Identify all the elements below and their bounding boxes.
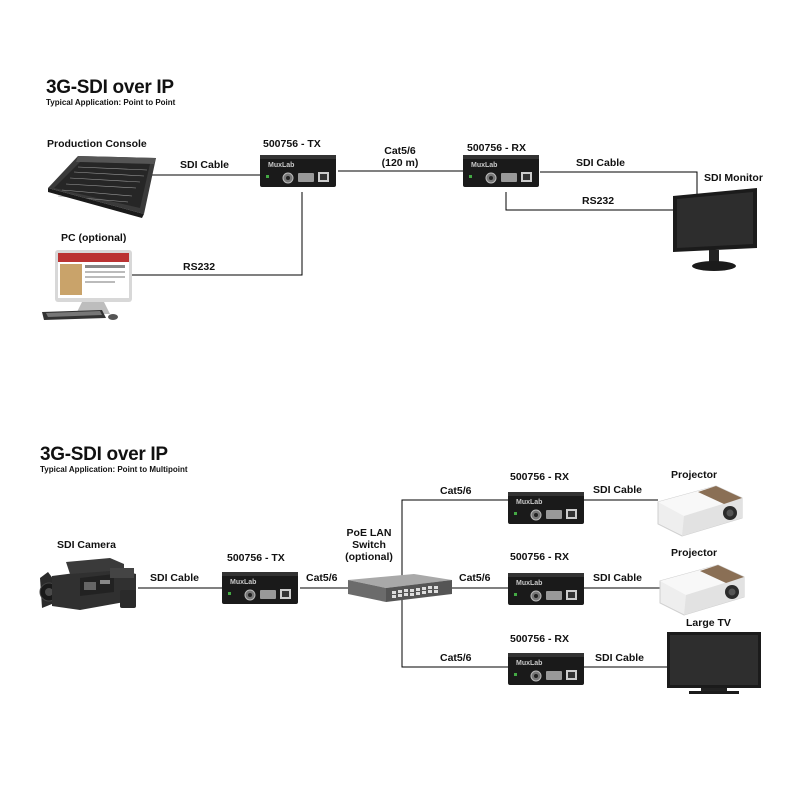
projector-image-1 xyxy=(657,485,743,537)
cat-switch-rx1 xyxy=(401,499,508,578)
diagram2-subtitle: Typical Application: Point to Multipoint xyxy=(40,465,188,474)
sdi-cable-label-rx2: SDI Cable xyxy=(593,572,643,584)
projector-image-2 xyxy=(659,564,745,616)
tx-device-1: MuxLab xyxy=(259,154,337,188)
large-tv-label: Large TV xyxy=(686,617,731,629)
projector-label-2: Projector xyxy=(671,547,718,559)
rx-label-2-1: 500756 - RX xyxy=(510,471,569,483)
svg-text:MuxLab: MuxLab xyxy=(268,162,294,169)
sdi-camera-label: SDI Camera xyxy=(57,539,116,551)
sdi-cable-label-camera: SDI Cable xyxy=(150,572,200,584)
poe-switch-label-line1: PoE LAN xyxy=(346,527,392,539)
production-console-image xyxy=(48,156,156,218)
tx-label-1: 500756 - TX xyxy=(263,138,321,150)
production-console-label: Production Console xyxy=(47,138,147,150)
svg-text:MuxLab: MuxLab xyxy=(230,579,256,586)
rs232-label-pc: RS232 xyxy=(183,261,216,273)
cat-label-rx2: Cat5/6 xyxy=(459,572,491,584)
sdi-cable-label-2: SDI Cable xyxy=(576,157,626,169)
rx-device-1: MuxLab xyxy=(462,154,540,188)
rx-device-2-3: MuxLab xyxy=(507,652,585,686)
cat-switch-rx3 xyxy=(401,598,508,668)
pc-label: PC (optional) xyxy=(61,232,127,244)
poe-switch-label-line2: Switch xyxy=(352,539,386,551)
cat-label-rx1: Cat5/6 xyxy=(440,485,472,497)
rx-label-2-3: 500756 - RX xyxy=(510,633,569,645)
pc-image xyxy=(42,250,132,320)
poe-switch-label-line3: (optional) xyxy=(345,551,393,563)
rs232-pc-tx xyxy=(125,192,303,276)
rs232-label-monitor: RS232 xyxy=(582,195,615,207)
large-tv-image xyxy=(667,632,761,694)
rx-label-2-2: 500756 - RX xyxy=(510,551,569,563)
poe-switch-image xyxy=(348,574,452,602)
rs232-rx-monitor xyxy=(505,192,675,211)
svg-text:MuxLab: MuxLab xyxy=(516,580,542,587)
cat-label-tx-switch: Cat5/6 xyxy=(306,572,338,584)
cat-label-1: Cat5/6 (120 m) xyxy=(370,145,430,169)
sdi-cable-label-rx1: SDI Cable xyxy=(593,484,643,496)
diagram1-title: 3G-SDI over IP xyxy=(46,77,174,98)
svg-text:MuxLab: MuxLab xyxy=(516,499,542,506)
sdi-monitor-label: SDI Monitor xyxy=(704,172,763,184)
tx-label-2: 500756 - TX xyxy=(227,552,285,564)
diagram1-subtitle: Typical Application: Point to Point xyxy=(46,98,176,107)
cat-label-1-line2: (120 m) xyxy=(381,157,419,169)
cat-label-rx3: Cat5/6 xyxy=(440,652,472,664)
sdi-cable-rx-monitor xyxy=(540,171,698,195)
sdi-cable-label-1: SDI Cable xyxy=(180,159,230,171)
rx-label-1: 500756 - RX xyxy=(467,142,526,154)
sdi-camera-image xyxy=(39,558,136,610)
projector-label-1: Projector xyxy=(671,469,718,481)
rx-device-2-2: MuxLab xyxy=(507,572,585,606)
diagram2-title: 3G-SDI over IP xyxy=(40,444,168,465)
svg-text:MuxLab: MuxLab xyxy=(516,660,542,667)
rx-device-2-1: MuxLab xyxy=(507,491,585,525)
poe-switch-label: PoE LAN Switch (optional) xyxy=(336,527,402,563)
svg-text:MuxLab: MuxLab xyxy=(471,162,497,169)
sdi-cable-label-rx3: SDI Cable xyxy=(595,652,645,664)
sdi-monitor-image xyxy=(673,188,757,271)
tx-device-2: MuxLab xyxy=(221,571,299,605)
cat-label-1-line1: Cat5/6 xyxy=(384,145,416,157)
